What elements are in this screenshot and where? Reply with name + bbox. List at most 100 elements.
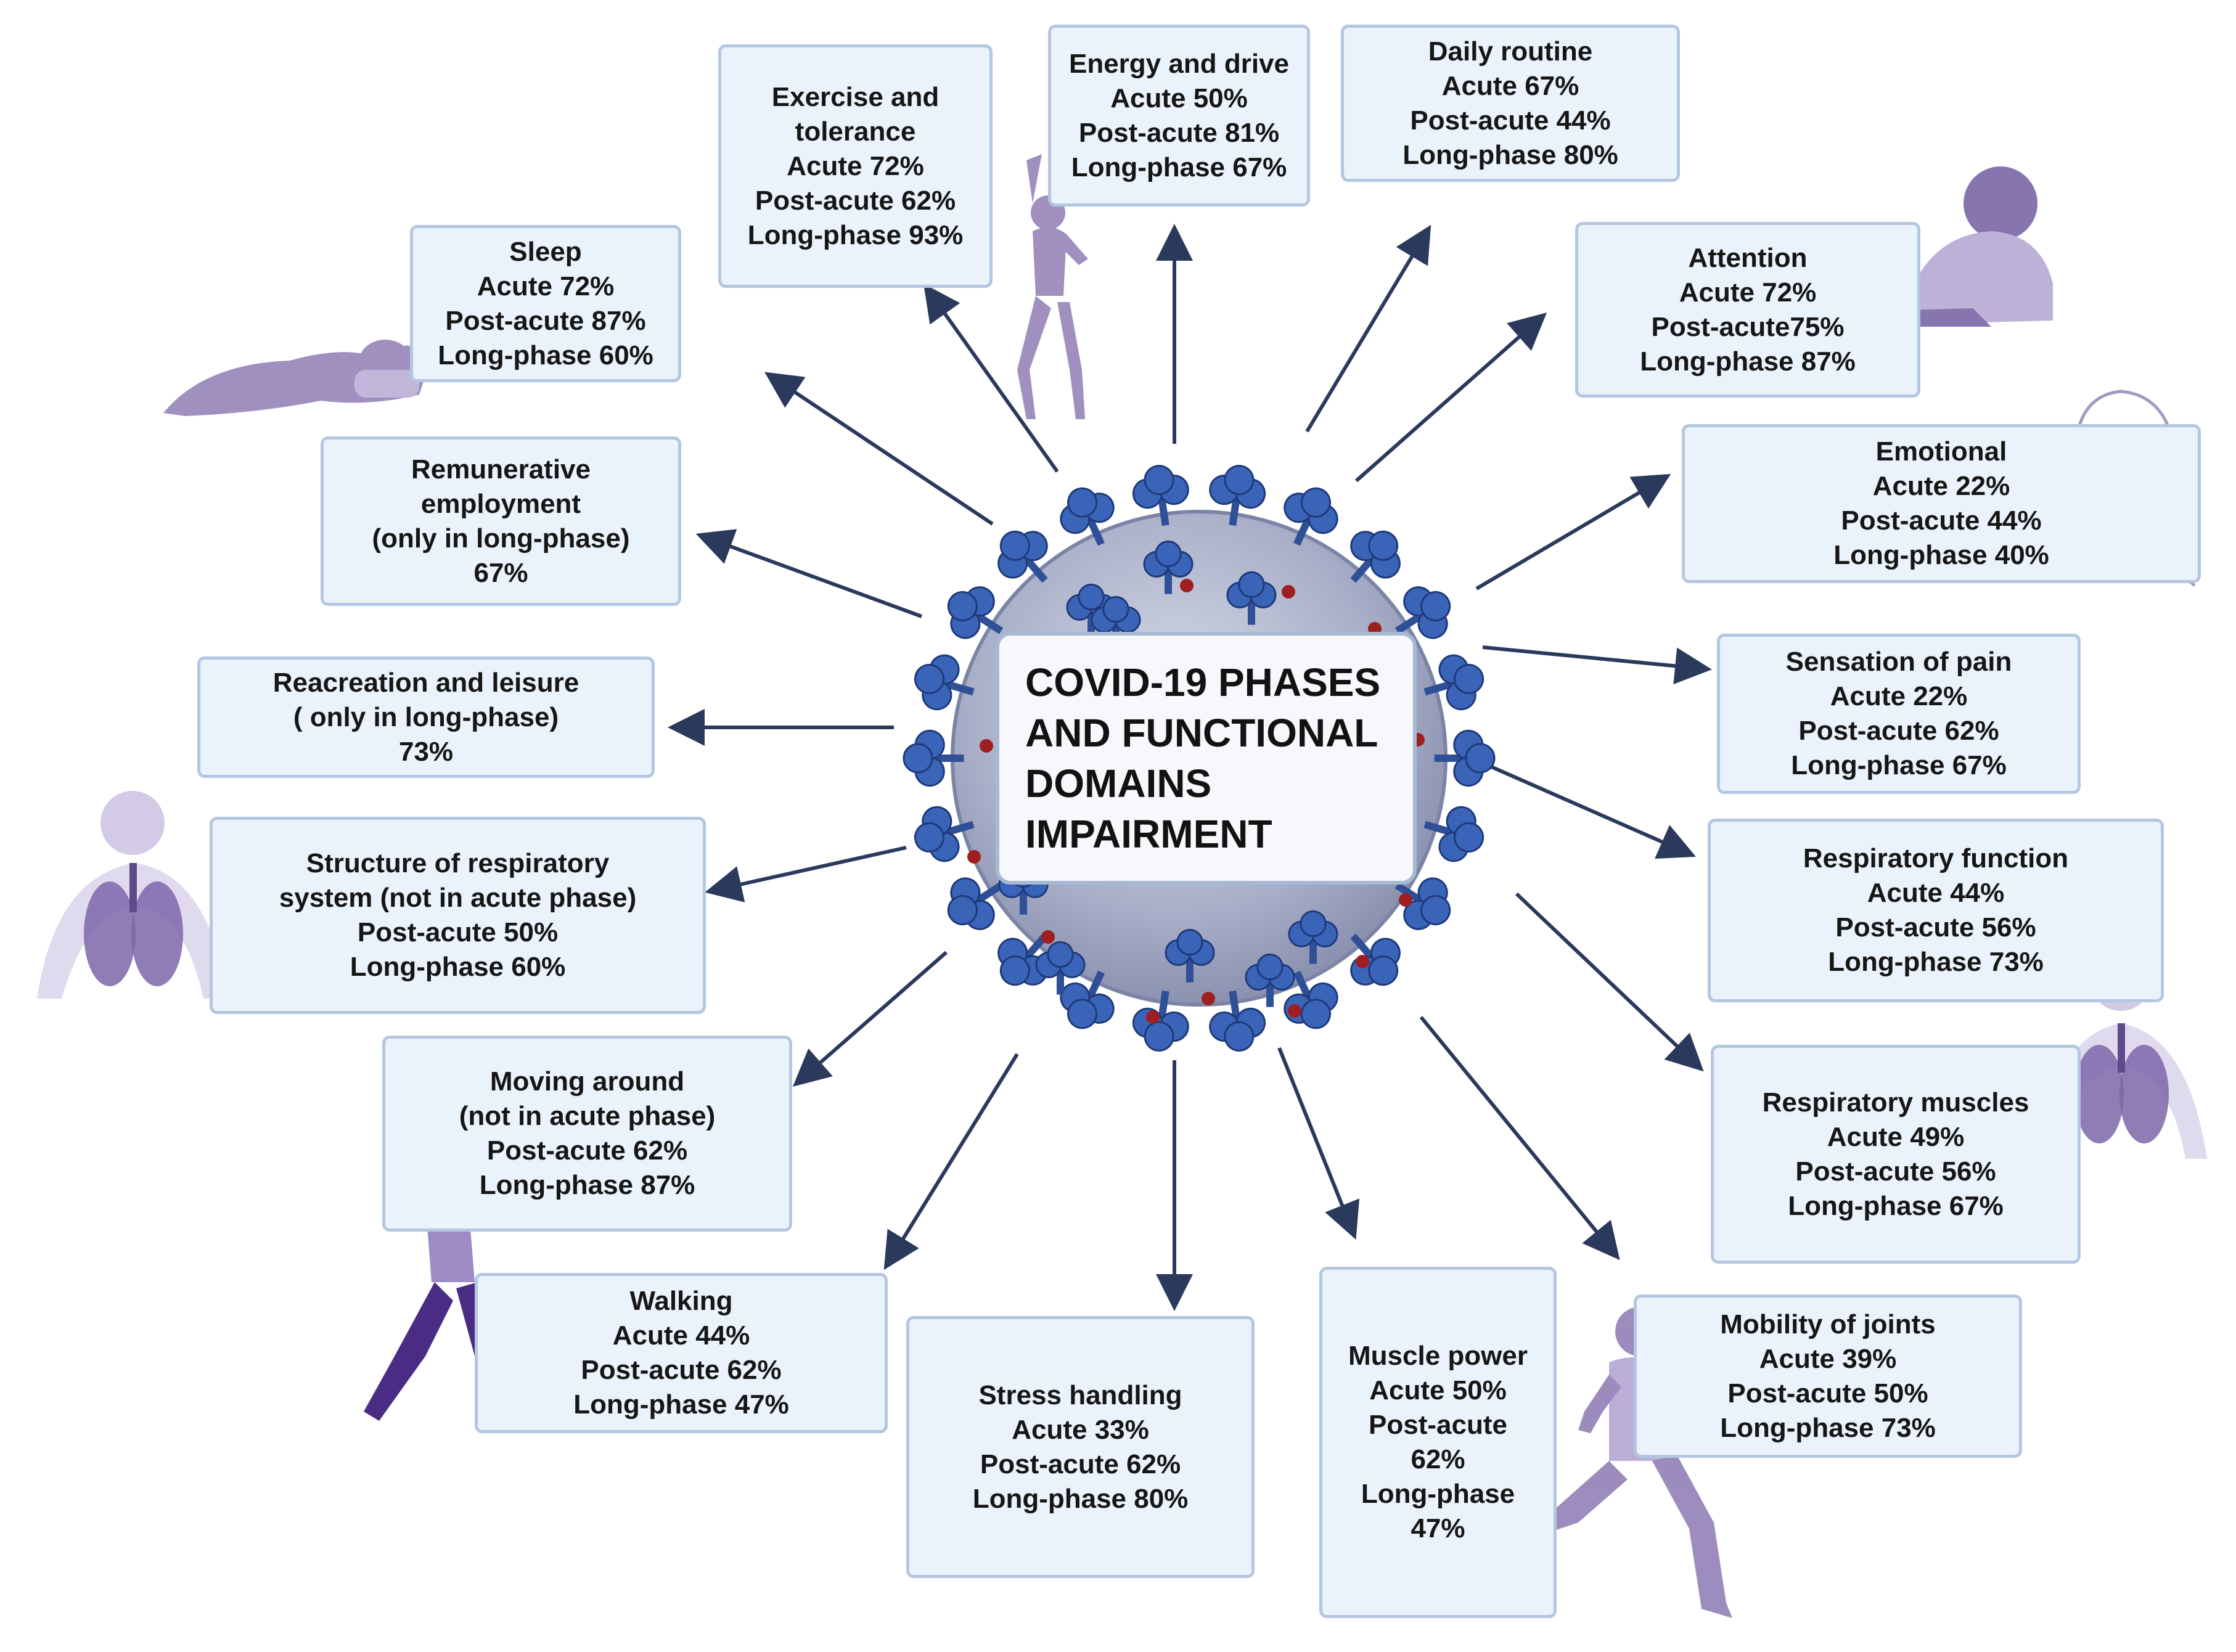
domain-line: Acute 50% xyxy=(1110,83,1248,113)
domain-title: Respiratory muscles xyxy=(1762,1087,2029,1118)
domain-line: Acute 22% xyxy=(1830,681,1968,711)
domain-title: Remunerative xyxy=(411,454,591,485)
domain-line: Post-acute 56% xyxy=(1795,1156,1996,1187)
spike xyxy=(1209,990,1266,1052)
arrow xyxy=(1419,1016,1620,1261)
domain-line: Long-phase 73% xyxy=(1720,1412,1936,1443)
spike xyxy=(947,877,1004,930)
domain-line: ( only in long-phase) xyxy=(293,701,559,732)
domain-line: Post-acute 81% xyxy=(1078,117,1280,148)
domain-line: Acute 67% xyxy=(1441,70,1579,101)
domain-title: Reacreation and leisure xyxy=(272,667,579,698)
spike xyxy=(1165,928,1215,983)
spike xyxy=(1288,910,1338,964)
domain-line: Long-phase 80% xyxy=(1403,139,1618,170)
domain-line: Long-phase 87% xyxy=(1640,346,1856,377)
arrow xyxy=(923,284,1059,473)
spike xyxy=(1394,877,1451,930)
arrow xyxy=(1515,892,1704,1072)
domain-line: Acute 33% xyxy=(1012,1414,1149,1445)
spike xyxy=(947,586,1004,639)
domain-title: Emotional xyxy=(1875,436,2007,467)
domain-line: (not in acute phase) xyxy=(459,1101,716,1131)
arrow xyxy=(1305,224,1431,433)
domain-title: Sleep xyxy=(509,236,582,267)
arrow-group xyxy=(668,224,1712,1311)
domain-title: Exercise and xyxy=(771,81,940,112)
domain-line: Acute 44% xyxy=(612,1320,750,1351)
domain-line: Acute 50% xyxy=(1369,1375,1507,1405)
domain-line: 67% xyxy=(473,557,528,588)
domain-line: 62% xyxy=(1411,1444,1465,1474)
arrow xyxy=(695,529,923,618)
spike xyxy=(1132,465,1189,526)
domain-line: Post-acute 62% xyxy=(581,1355,782,1385)
title-line: AND FUNCTIONAL xyxy=(1025,711,1378,755)
domain-box-moving-around: Moving around(not in acute phase)Post-ac… xyxy=(382,1036,792,1232)
spike xyxy=(1132,990,1189,1052)
spike xyxy=(1209,465,1266,526)
spike xyxy=(914,654,975,711)
virus-particle xyxy=(1202,992,1215,1005)
domain-line: Acute 49% xyxy=(1827,1121,1965,1152)
spike xyxy=(997,530,1048,583)
domain-box-recreation: Reacreation and leisure( only in long-ph… xyxy=(197,656,655,778)
domain-line: Acute 39% xyxy=(1759,1343,1897,1374)
virus-particle xyxy=(1288,1004,1301,1018)
domain-line: 73% xyxy=(398,736,454,767)
spike xyxy=(1245,953,1295,1007)
domain-line: tolerance xyxy=(795,116,916,147)
arrow xyxy=(883,1053,1019,1270)
domain-line: Long-phase 67% xyxy=(1071,152,1287,182)
arrow xyxy=(764,372,994,526)
domain-line: Post-acute 87% xyxy=(445,305,646,336)
spike xyxy=(1143,540,1194,594)
domain-title: Walking xyxy=(629,1286,733,1316)
title-line: DOMAINS xyxy=(1025,761,1212,806)
spike xyxy=(903,729,964,787)
domain-line: Acute 22% xyxy=(1872,471,2010,501)
domain-line: Long-phase 47% xyxy=(573,1389,789,1420)
arrow xyxy=(1355,313,1547,483)
domain-line: Post-acute 50% xyxy=(357,917,559,947)
domain-line: Acute 72% xyxy=(787,150,924,181)
title-line: COVID-19 PHASES xyxy=(1025,660,1381,705)
domain-line: Post-acute 44% xyxy=(1841,505,2042,536)
spike xyxy=(1060,970,1115,1029)
spike xyxy=(1350,530,1401,583)
domain-line: Long-phase 80% xyxy=(972,1483,1189,1514)
spike xyxy=(1350,933,1401,986)
central-title: COVID-19 PHASES AND FUNCTIONAL DOMAINS I… xyxy=(996,632,1417,885)
arrow xyxy=(705,846,907,902)
domain-title: Mobility of joints xyxy=(1720,1309,1936,1339)
title-line: IMPAIRMENT xyxy=(1025,812,1272,856)
domain-line: Long-phase 40% xyxy=(1833,540,2049,570)
domain-title: Daily routine xyxy=(1428,36,1593,67)
spike xyxy=(1423,806,1485,862)
domain-line: Acute 72% xyxy=(477,271,615,301)
arrow xyxy=(792,951,948,1087)
domain-line: Long-phase 93% xyxy=(747,219,964,250)
domain-line: Post-acute 56% xyxy=(1835,912,2036,943)
arrow xyxy=(1482,645,1712,685)
arrow xyxy=(1475,473,1671,591)
domain-line: (only in long-phase) xyxy=(372,523,630,554)
spike xyxy=(1394,586,1451,639)
spike xyxy=(1284,487,1338,546)
arrow xyxy=(1277,1047,1360,1240)
virus-particle xyxy=(1180,579,1194,592)
domain-title: Sensation of pain xyxy=(1785,647,2012,677)
